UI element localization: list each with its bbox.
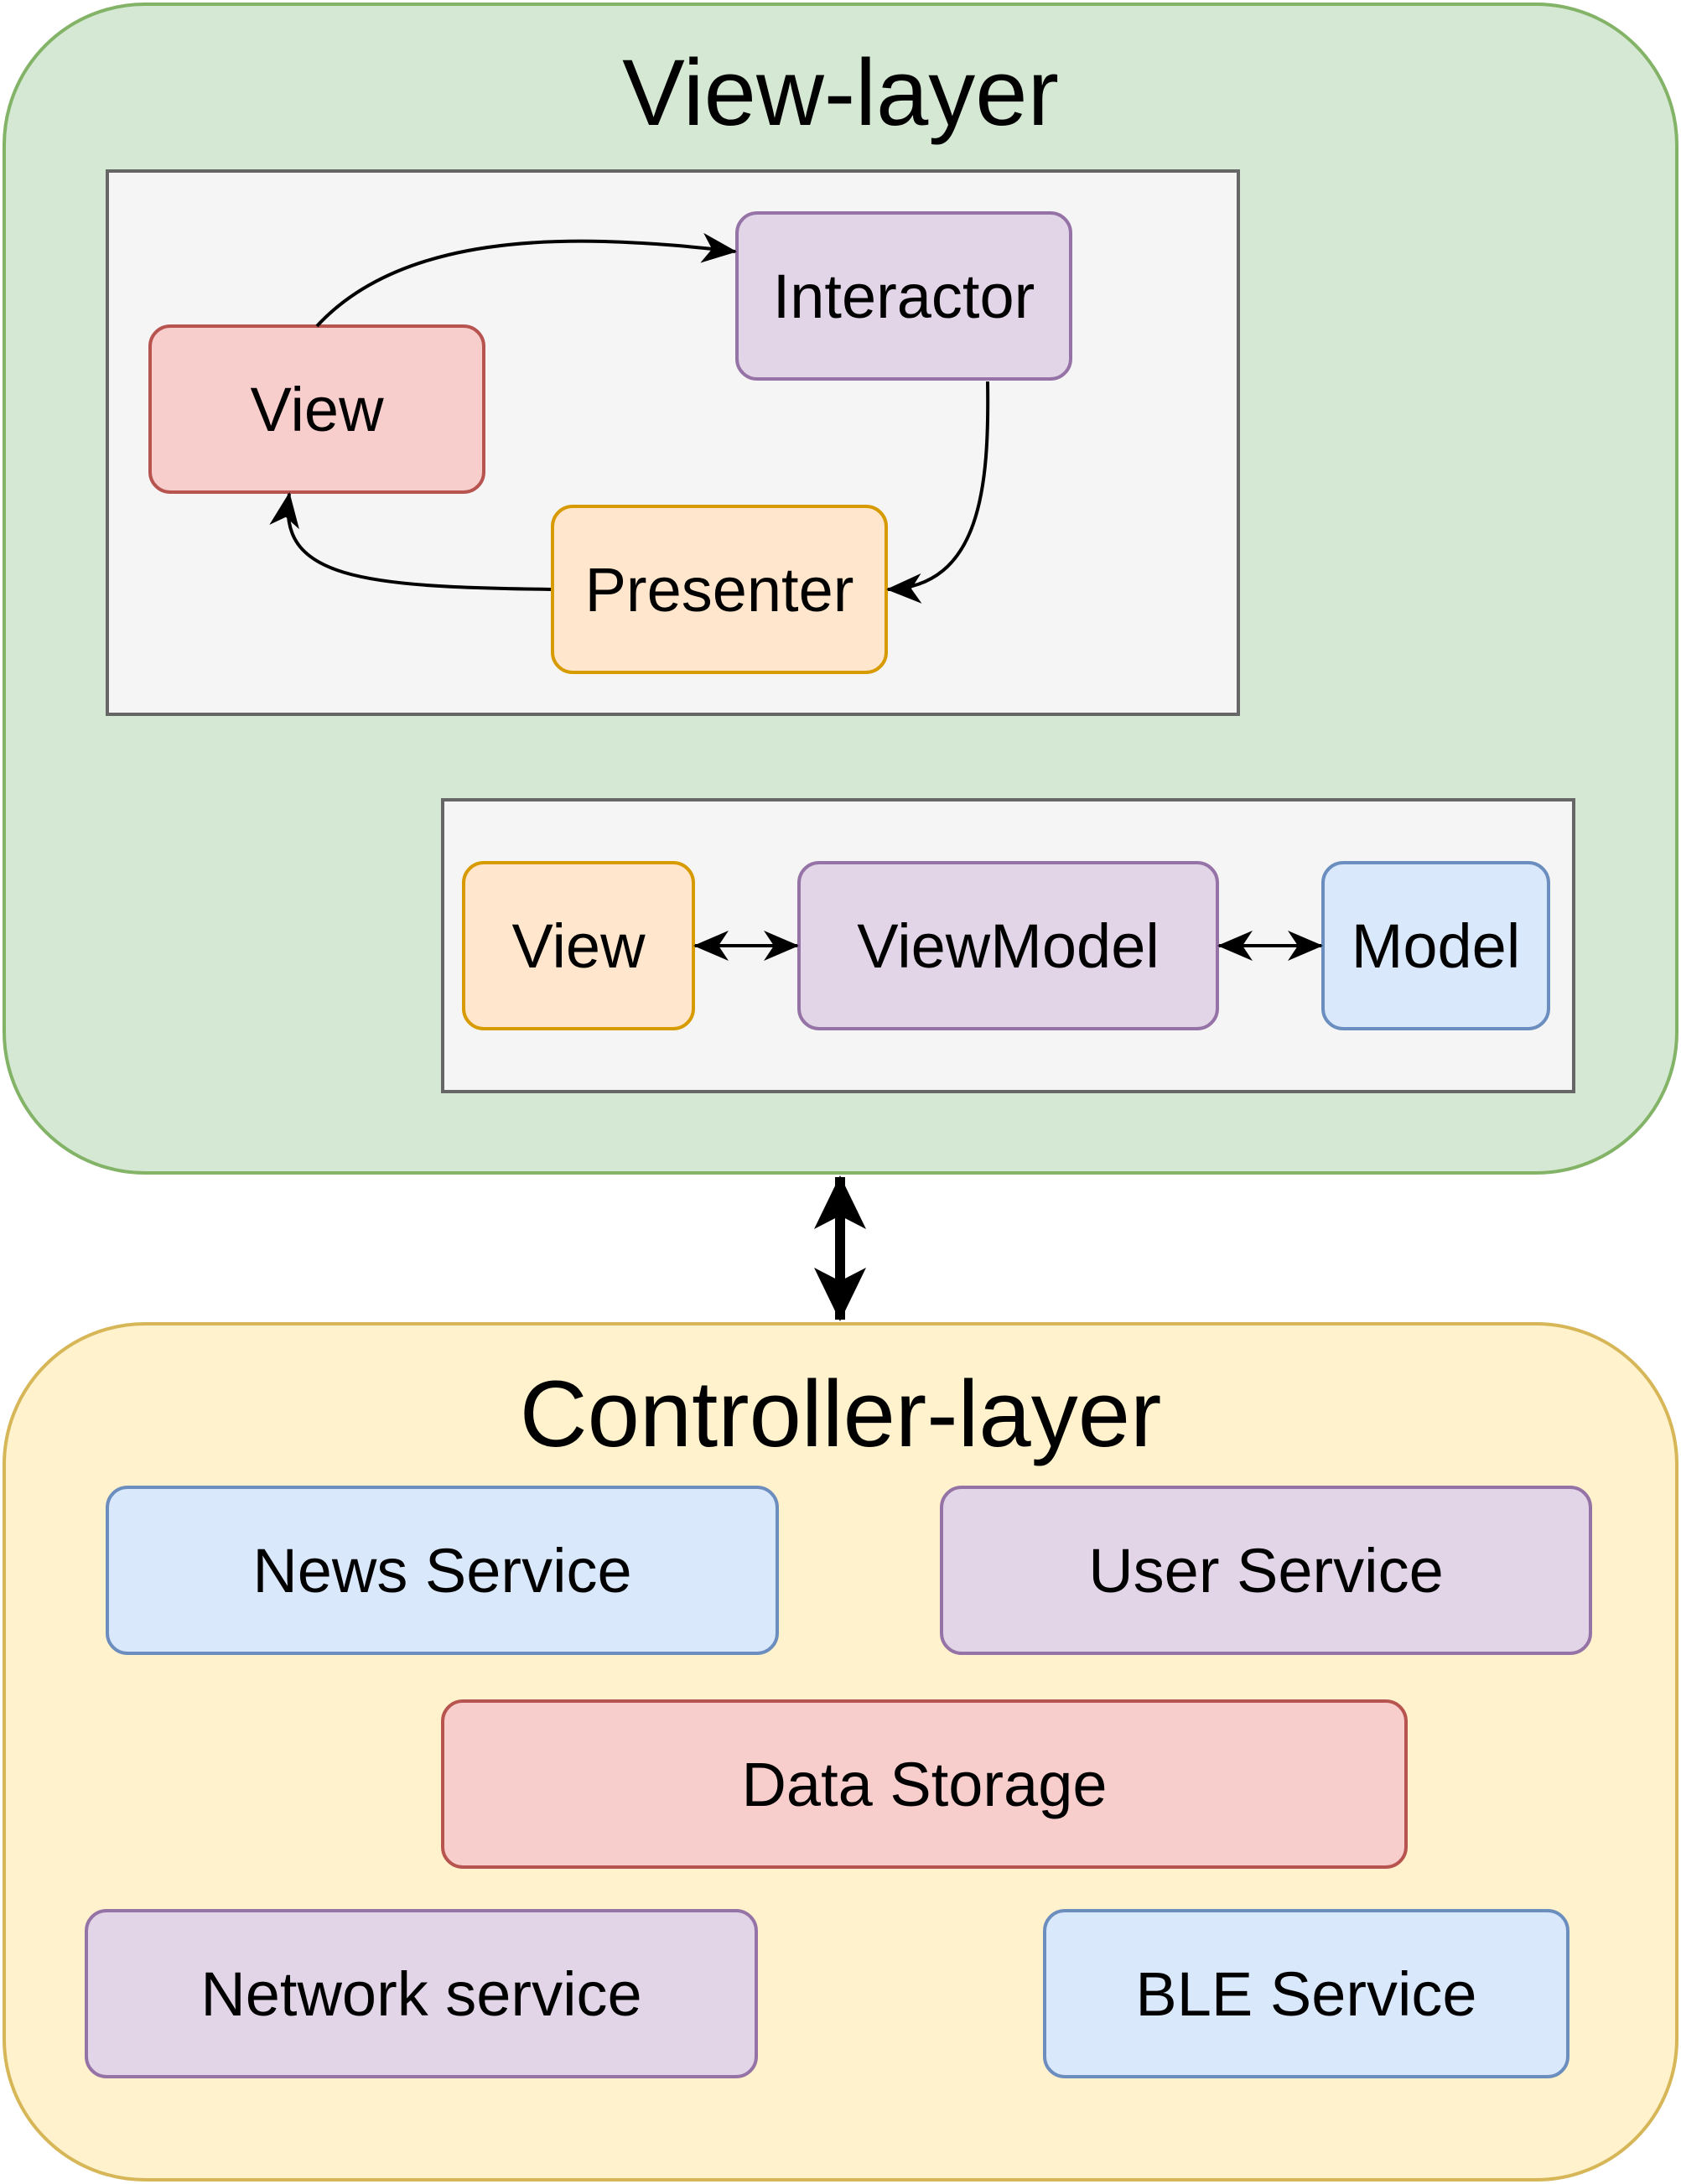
viper-presenter-box[interactable]: Presenter <box>551 505 888 674</box>
data-storage-box[interactable]: Data Storage <box>441 1699 1408 1869</box>
mvvm-model-box[interactable]: Model <box>1321 861 1550 1030</box>
user-service-box[interactable]: User Service <box>940 1486 1592 1655</box>
presenter-to-view-arrow <box>269 492 552 591</box>
news-service-box[interactable]: News Service <box>106 1486 779 1655</box>
controller-layer-title: Controller-layer <box>519 1362 1162 1466</box>
ble-service-box[interactable]: BLE Service <box>1043 1909 1569 2078</box>
view-to-interactor-arrow <box>315 232 737 328</box>
network-service-box[interactable]: Network service <box>85 1909 758 2078</box>
mvvm-viewmodel-box[interactable]: ViewModel <box>797 861 1219 1030</box>
viper-interactor-box[interactable]: Interactor <box>735 211 1072 381</box>
viper-view-box[interactable]: View <box>148 324 485 494</box>
view-layer-title: View-layer <box>622 40 1059 145</box>
interactor-to-presenter-arrow <box>886 381 990 604</box>
mvvm-view-box[interactable]: View <box>462 861 695 1030</box>
